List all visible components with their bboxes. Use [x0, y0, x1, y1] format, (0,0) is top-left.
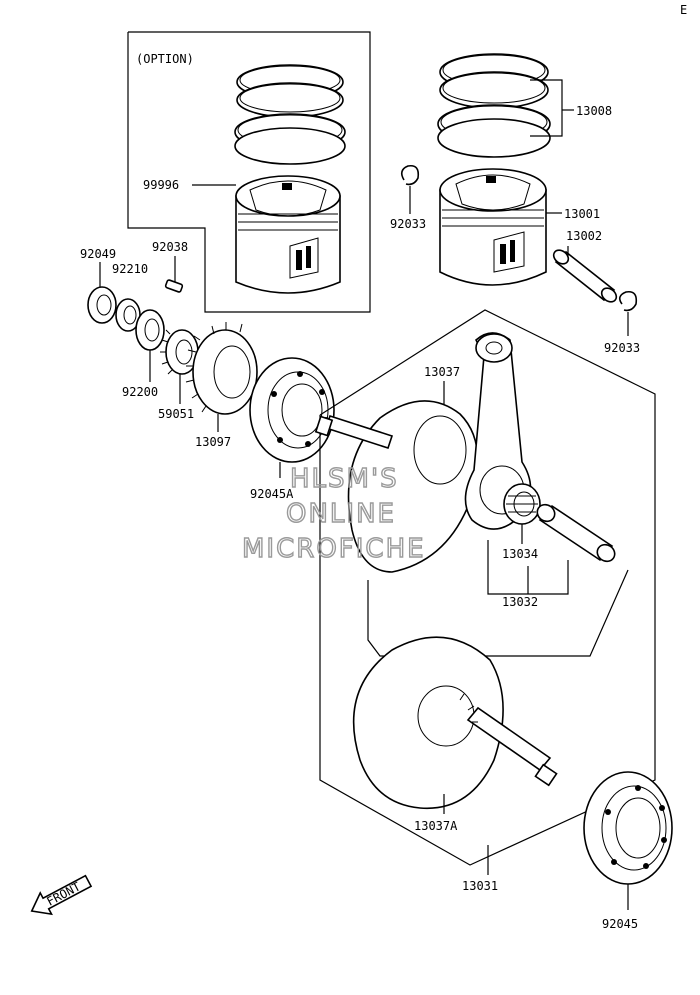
gear-large	[185, 322, 258, 415]
woodruff-key	[164, 279, 184, 293]
label-92045A: 92045A	[250, 487, 294, 501]
watermark-line-3: MICROFICHE	[242, 534, 426, 564]
label-13031: 13031	[462, 879, 498, 893]
crank-pin	[536, 503, 616, 563]
label-92200: 92200	[122, 385, 158, 399]
crank-web-upper	[314, 400, 479, 573]
piston	[439, 168, 547, 286]
label-13097: 13097	[195, 435, 231, 449]
label-13032: 13032	[502, 595, 538, 609]
option-box: (OPTION)	[127, 31, 371, 313]
label-13037: 13037	[424, 365, 460, 379]
bearing-left	[249, 357, 335, 463]
piston-pin	[552, 249, 618, 303]
label-13001: 13001	[564, 207, 600, 221]
gear-small	[160, 329, 199, 375]
connecting-rod	[464, 332, 532, 530]
front-arrow: FRONT	[30, 874, 93, 916]
oil-seal	[87, 286, 117, 324]
label-13037A: 13037A	[414, 819, 458, 833]
label-59051: 59051	[158, 407, 194, 421]
bearing-right	[583, 771, 673, 885]
label-13034: 13034	[502, 547, 538, 561]
corner-mark: E	[680, 3, 687, 17]
watermark-line-1: HLSM'S	[290, 464, 399, 494]
washer	[135, 309, 165, 351]
label-92045: 92045	[602, 917, 638, 931]
circlip-right	[618, 290, 638, 312]
option-piston	[235, 175, 341, 294]
label-92210: 92210	[112, 262, 148, 276]
label-92049: 92049	[80, 247, 116, 261]
label-99996: 99996	[143, 178, 179, 192]
label-13002: 13002	[566, 229, 602, 243]
label-92033-top: 92033	[390, 217, 426, 231]
circlip-left	[400, 164, 420, 186]
crank-web-lower	[352, 636, 558, 810]
option-label: (OPTION)	[136, 52, 194, 66]
watermark-line-2: ONLINE	[286, 499, 396, 529]
label-92038: 92038	[152, 240, 188, 254]
label-92033-right: 92033	[604, 341, 640, 355]
option-piston-rings	[234, 64, 346, 165]
crankshaft-frame	[319, 309, 656, 866]
watermark: HLSM'S ONLINE MICROFICHE	[241, 463, 426, 564]
needle-bearing	[503, 483, 541, 525]
label-13008: 13008	[576, 104, 612, 118]
front-label: FRONT	[44, 879, 82, 908]
piston-rings	[437, 53, 551, 158]
